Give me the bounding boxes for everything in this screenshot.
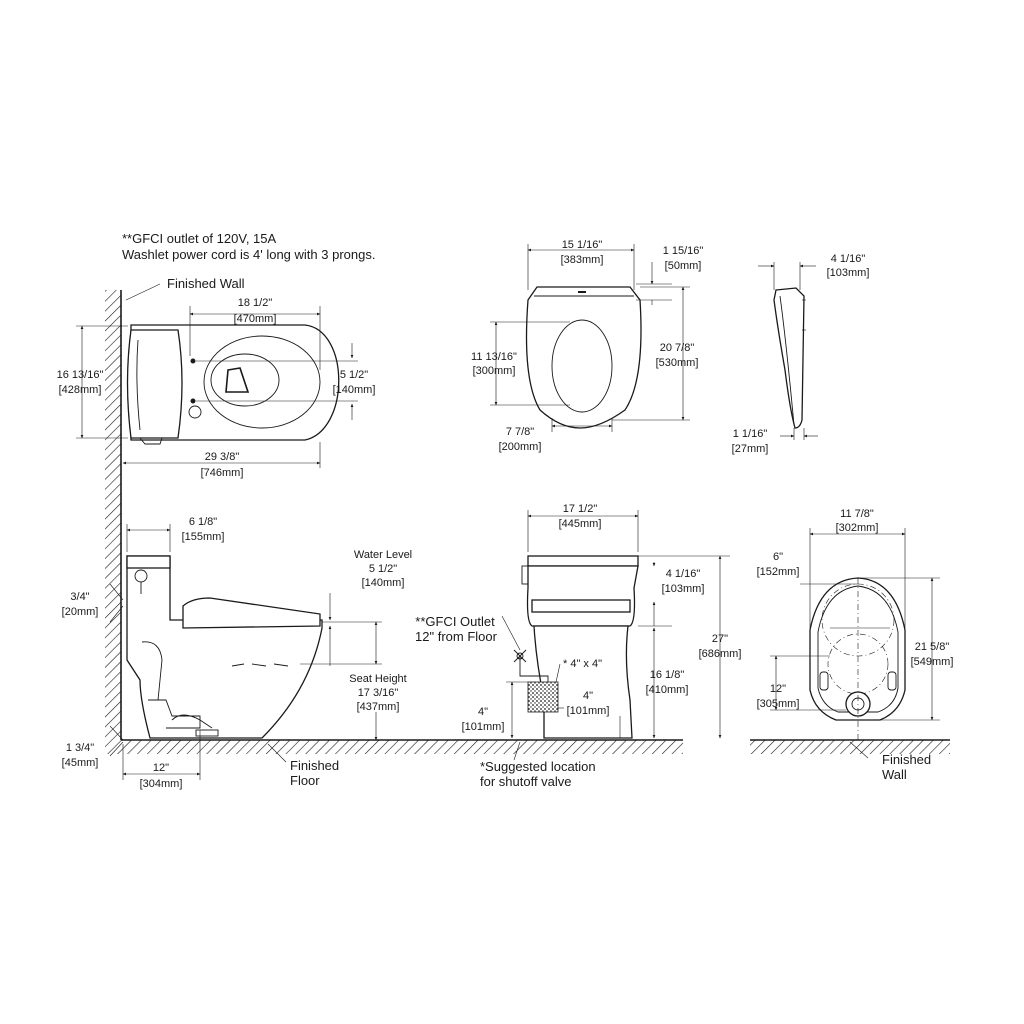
- water-level-mm: [140mm]: [362, 577, 405, 589]
- seat-length-in: 20 7/8": [660, 342, 695, 354]
- seat-opening-w-in: 7 7/8": [506, 426, 534, 438]
- side-view-dims: [109, 524, 382, 780]
- top-height-mm: [428mm]: [59, 384, 102, 396]
- lid-dims: [758, 262, 818, 440]
- gfci-outlet-label-1: **GFCI Outlet: [415, 614, 495, 629]
- base-h-mm: [45mm]: [62, 757, 99, 769]
- lid-depth-mm: [103mm]: [827, 267, 870, 279]
- gfci-outlet-label-2: 12" from Floor: [415, 629, 498, 644]
- top-length-in: 18 1/2": [238, 297, 273, 309]
- top-total-in: 29 3/8": [205, 451, 240, 463]
- base-view-dims: [770, 528, 940, 759]
- finished-floor-label-2: Floor: [290, 773, 320, 788]
- base-12-in: 12": [770, 683, 786, 695]
- seat-opening-in: 11 13/16": [471, 351, 517, 363]
- lid-thick-mm: [27mm]: [732, 443, 769, 455]
- lid-thick-in: 1 1/16": [733, 428, 768, 440]
- gfci-note-line2: Washlet power cord is 4' long with 3 pro…: [122, 247, 375, 262]
- base-width-mm: [302mm]: [836, 522, 879, 534]
- base-len-mm: [549mm]: [911, 656, 954, 668]
- box-size-label: * 4" x 4": [563, 658, 602, 670]
- base-width-in: 11 7/8": [840, 508, 874, 520]
- top-hole-in: 5 1/2": [340, 369, 368, 381]
- suggested-location-1: *Suggested location: [480, 759, 596, 774]
- seat-opening-mm: [300mm]: [473, 365, 516, 377]
- tank-depth-mm: [155mm]: [182, 531, 225, 543]
- rough-in-in: 12": [153, 762, 169, 774]
- wall-gap-mm: [20mm]: [62, 606, 99, 618]
- seat-length-mm: [530mm]: [656, 357, 699, 369]
- top-length-mm: [470mm]: [234, 313, 277, 325]
- top-height-in: 16 13/16": [57, 369, 104, 381]
- seat-width-mm: [383mm]: [561, 254, 604, 266]
- water-level-in: 5 1/2": [369, 563, 397, 575]
- finished-floor-hatch: [105, 739, 683, 754]
- seat-height-in: 17 3/16": [358, 687, 399, 699]
- front-height-mm: [686mm]: [699, 648, 742, 660]
- base-view-floor-hatch: [750, 739, 950, 754]
- front-lid-mm: [103mm]: [662, 583, 705, 595]
- seat-top-dims: [490, 244, 690, 432]
- finished-floor-label-1: Finished: [290, 758, 339, 773]
- valve-off-mm: [101mm]: [567, 705, 610, 717]
- front-view-dims: [501, 510, 730, 761]
- wall-gap-in: 3/4": [70, 591, 89, 603]
- lid-depth-in: 4 1/16": [831, 253, 866, 265]
- front-seat-mm: [410mm]: [646, 684, 689, 696]
- tank-depth-in: 6 1/8": [189, 516, 217, 528]
- seat-width-in: 15 1/16": [562, 239, 603, 251]
- finished-wall-2-label-2: Wall: [882, 767, 907, 782]
- side-view-toilet: [126, 555, 323, 739]
- seat-height-mm: [437mm]: [357, 701, 400, 713]
- base-6-mm: [152mm]: [757, 566, 800, 578]
- rough-in-mm: [304mm]: [140, 778, 183, 790]
- valve-h-in: 4": [478, 706, 488, 718]
- base-h-in: 1 3/4": [66, 742, 94, 754]
- finished-wall-2-label-1: Finished: [882, 752, 931, 767]
- seat-top-view: [525, 286, 642, 429]
- valve-h-mm: [101mm]: [462, 721, 505, 733]
- front-width-mm: [445mm]: [559, 518, 602, 530]
- front-width-in: 17 1/2": [563, 503, 598, 515]
- seat-offset-in: 1 15/16": [663, 245, 704, 257]
- valve-off-in: 4": [583, 690, 593, 702]
- seat-height-label: Seat Height: [349, 673, 406, 685]
- lid-side-view: [773, 287, 806, 429]
- top-view-toilet: [126, 324, 340, 445]
- front-lid-in: 4 1/16": [666, 568, 701, 580]
- suggested-location-2: for shutoff valve: [480, 774, 572, 789]
- top-total-mm: [746mm]: [201, 467, 244, 479]
- base-12-mm: [305mm]: [757, 698, 800, 710]
- front-seat-in: 16 1/8": [650, 669, 685, 681]
- base-6-in: 6": [773, 551, 783, 563]
- top-hole-mm: [140mm]: [333, 384, 376, 396]
- top-view-dims: [76, 306, 358, 468]
- seat-offset-mm: [50mm]: [665, 260, 702, 272]
- front-view-toilet: [521, 555, 639, 739]
- finished-wall-label: Finished Wall: [167, 276, 245, 291]
- finished-wall-hatch: [105, 290, 122, 740]
- base-len-in: 21 5/8": [915, 641, 950, 653]
- gfci-note-line1: **GFCI outlet of 120V, 15A: [122, 231, 277, 246]
- shutoff-valve: [513, 649, 559, 713]
- water-level-label: Water Level: [354, 549, 412, 561]
- seat-opening-w-mm: [200mm]: [499, 441, 542, 453]
- base-view-toilet: [809, 577, 906, 740]
- front-height-in: 27": [712, 633, 728, 645]
